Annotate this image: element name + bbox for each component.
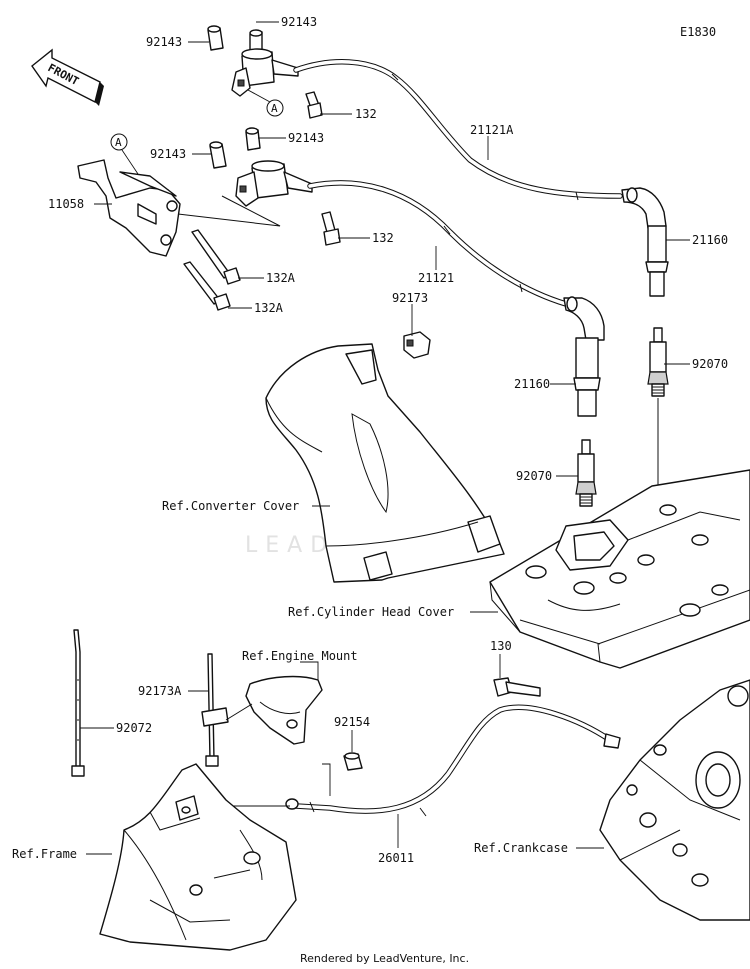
plug-cap-21160-right	[621, 187, 669, 297]
coil-bracket	[77, 159, 181, 257]
converter-cover	[265, 343, 505, 583]
label-132A: 132A	[254, 301, 284, 315]
tie-band-92173A	[201, 653, 229, 767]
front-arrow-icon: FRONT	[31, 48, 104, 106]
label-92143: 92143	[281, 15, 317, 29]
callout-a-upper: A	[271, 102, 278, 115]
ground-cable-26011	[285, 704, 621, 817]
label-21160: 21160	[692, 233, 728, 247]
label-92070: 92070	[516, 469, 552, 483]
label-92070: 92070	[692, 357, 728, 371]
label-92143: 92143	[288, 131, 324, 145]
label-92173: 92173	[392, 291, 428, 305]
bolt-132A-upper	[191, 229, 241, 285]
label-92143: 92143	[150, 147, 186, 161]
label-21160: 21160	[514, 377, 550, 391]
engine-mount	[225, 675, 323, 745]
cylinder-head-cover	[489, 469, 750, 669]
spark-plug-left	[575, 439, 597, 507]
label-92072: 92072	[116, 721, 152, 735]
label-21121A: 21121A	[470, 123, 514, 137]
label-ref-converter-cover: Ref.Converter Cover	[162, 499, 299, 513]
bolt-130	[493, 677, 541, 697]
ignition-coil-upper	[207, 25, 299, 97]
label-11058: 11058	[48, 197, 84, 211]
ignition-coil-lower	[209, 127, 313, 207]
frame	[99, 763, 297, 951]
clip-92173	[403, 331, 431, 359]
footer-credit: Rendered by LeadVenture, Inc.	[300, 952, 469, 965]
bolt-132-lower	[321, 211, 341, 246]
plug-cable-21121	[307, 180, 569, 307]
crankcase	[599, 679, 750, 921]
label-132A: 132A	[266, 271, 296, 285]
label-ref-frame: Ref.Frame	[12, 847, 77, 861]
label-132: 132	[355, 107, 377, 121]
plug-cable-21121A	[293, 59, 623, 201]
label-130: 130	[490, 639, 512, 653]
label-21121: 21121	[418, 271, 454, 285]
bolt-132A-lower	[183, 261, 231, 311]
label-ref-cylinder-head-cover: Ref.Cylinder Head Cover	[288, 605, 454, 619]
plug-cap-21160-left	[563, 296, 605, 417]
bolt-92154	[343, 752, 363, 771]
bolt-132-upper	[305, 91, 323, 119]
label-92173A: 92173A	[138, 684, 182, 698]
label-92143: 92143	[146, 35, 182, 49]
callout-a-bracket: A	[115, 136, 122, 149]
label-ref-crankcase: Ref.Crankcase	[474, 841, 568, 855]
label-26011: 26011	[378, 851, 414, 865]
label-ref-engine-mount: Ref.Engine Mount	[242, 649, 358, 663]
label-92154: 92154	[334, 715, 370, 729]
label-132: 132	[372, 231, 394, 245]
tie-band-92072	[71, 629, 85, 777]
diagram-code: E1830	[680, 25, 716, 39]
spark-plug-right	[647, 327, 669, 397]
